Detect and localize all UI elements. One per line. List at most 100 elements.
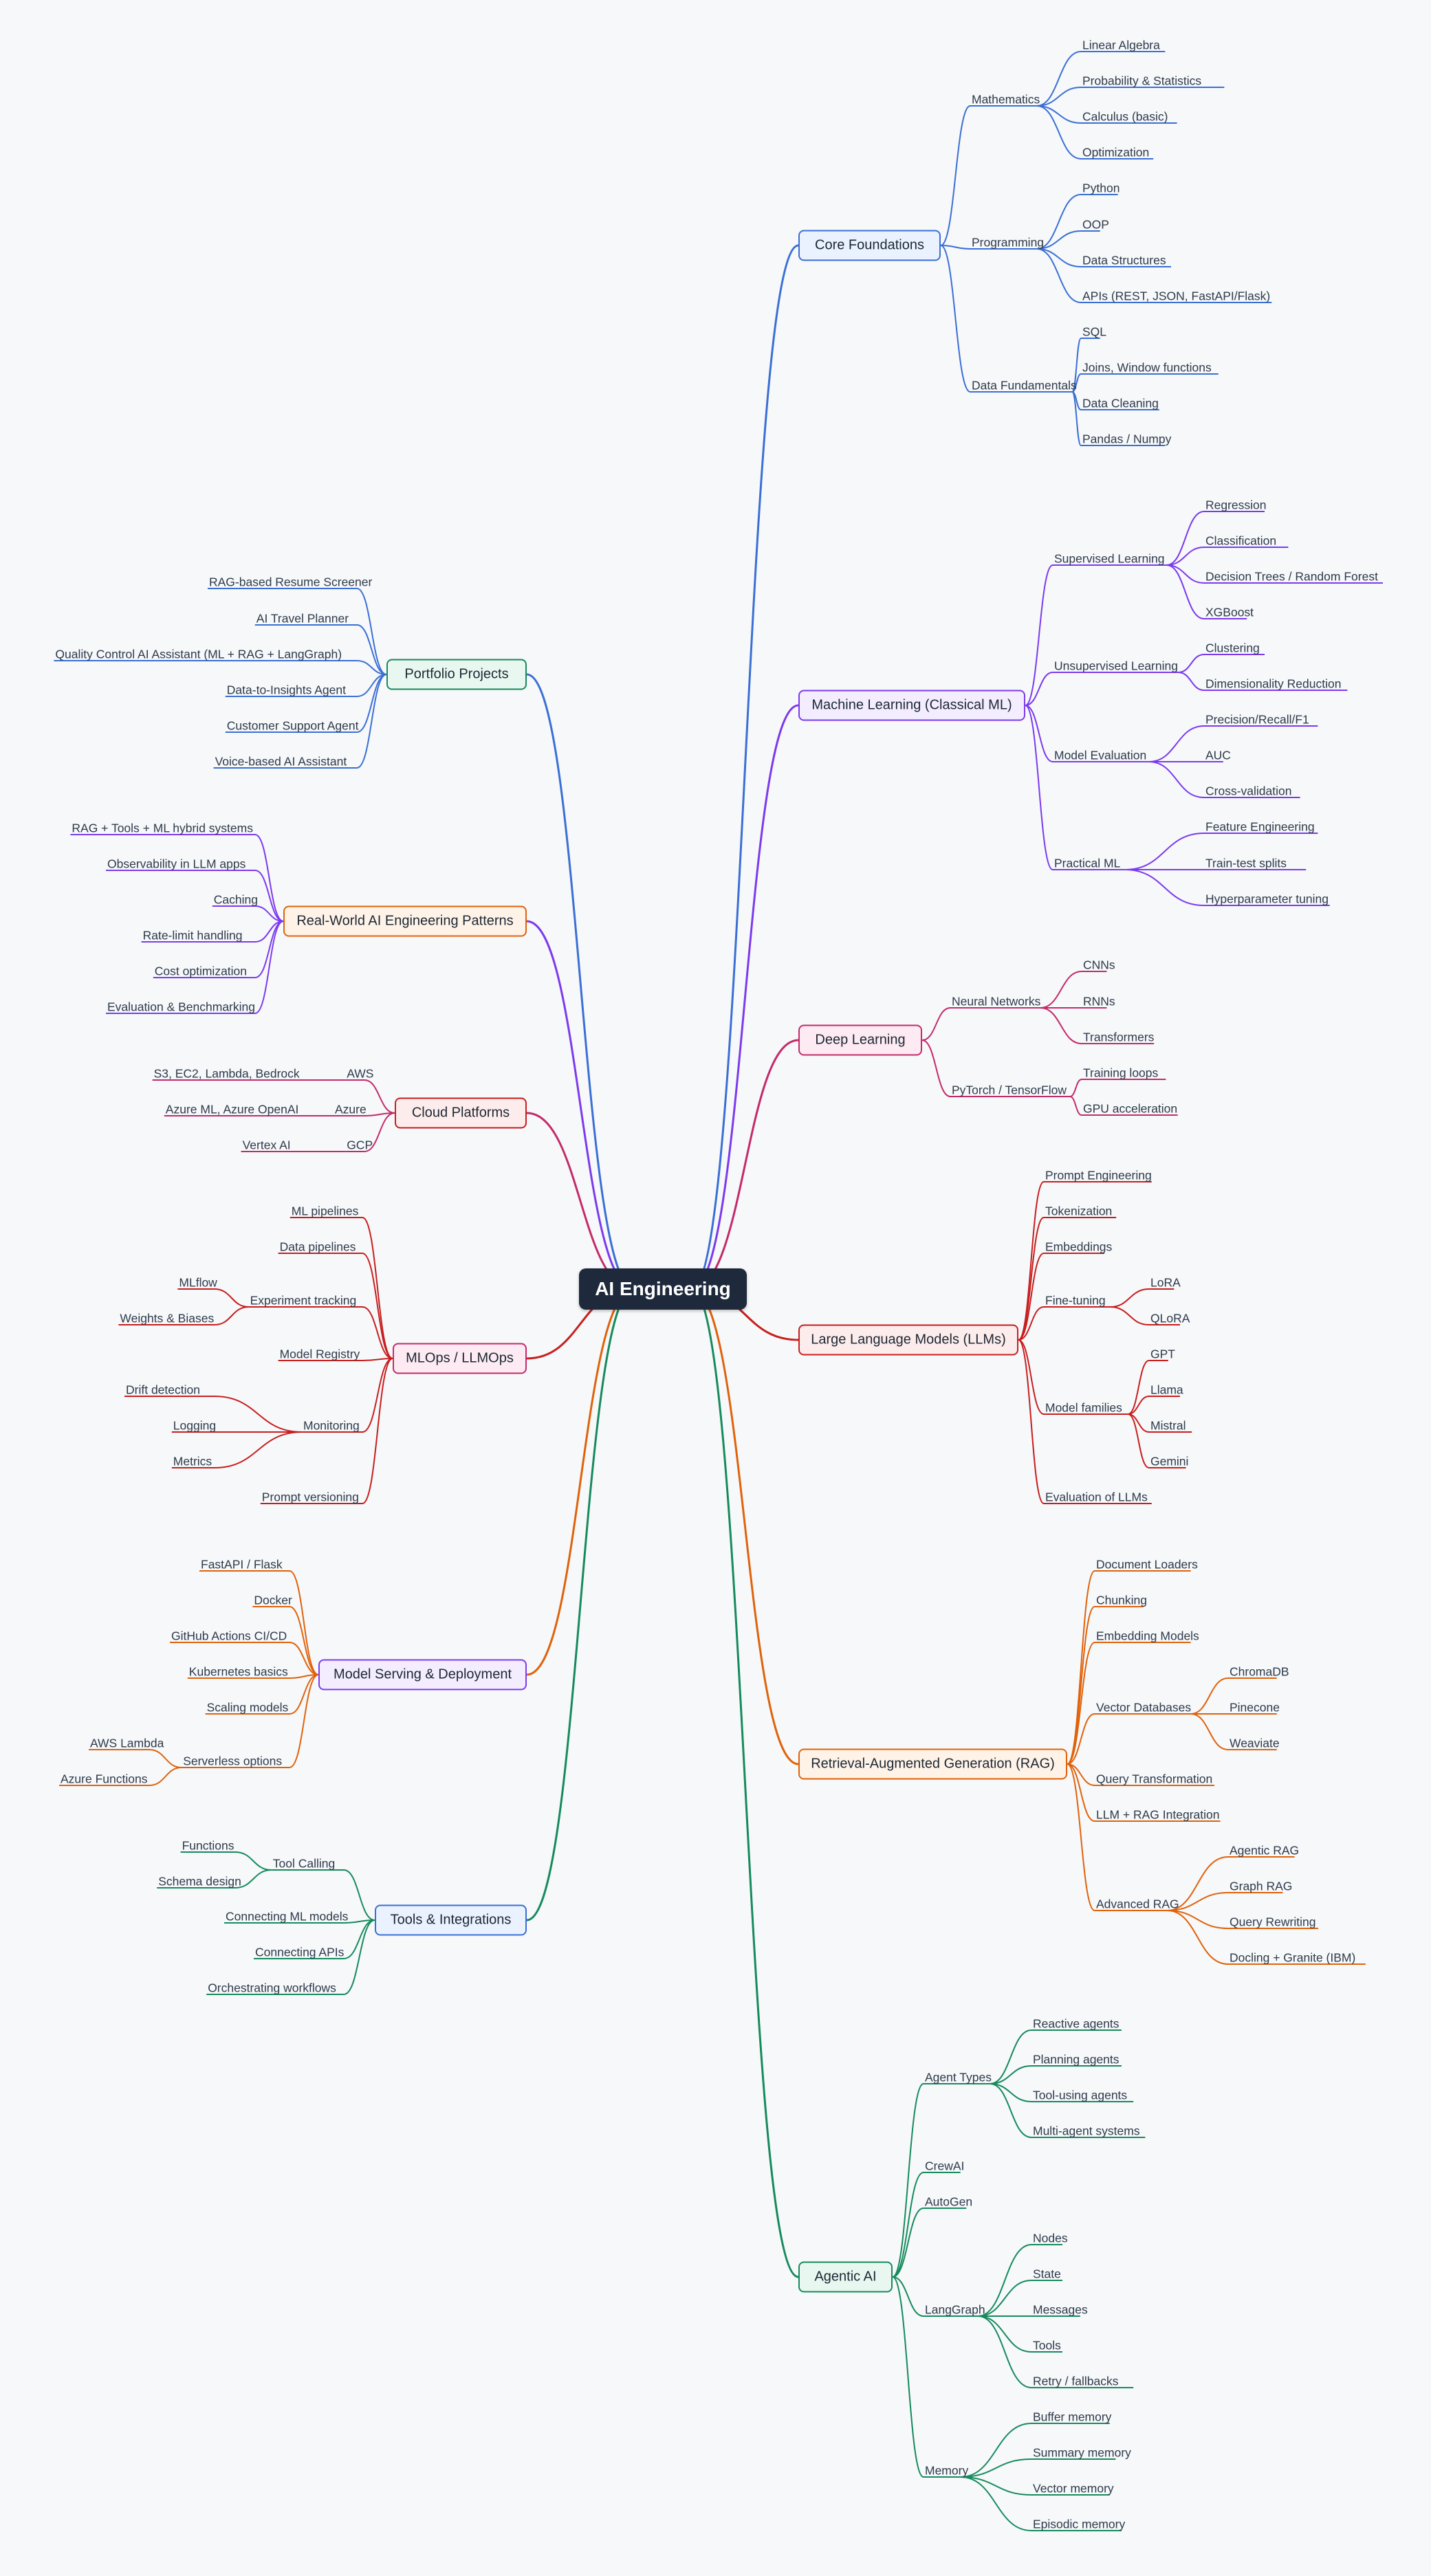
leaf-state[interactable]: State	[1033, 2267, 1061, 2281]
node-vector-databases[interactable]: Vector Databases	[1096, 1700, 1192, 1715]
node-voice-based-ai-assistant[interactable]: Voice-based AI Assistant	[215, 754, 347, 769]
node-chunking[interactable]: Chunking	[1096, 1593, 1147, 1607]
node-experiment-tracking[interactable]: Experiment tracking	[250, 1293, 357, 1308]
leaf-gemini[interactable]: Gemini	[1150, 1454, 1189, 1468]
node-customer-support-agent[interactable]: Customer Support Agent	[226, 718, 359, 733]
leaf-mistral[interactable]: Mistral	[1150, 1418, 1186, 1433]
node-tokenization[interactable]: Tokenization	[1045, 1204, 1113, 1218]
leaf-messages[interactable]: Messages	[1033, 2302, 1088, 2317]
node-evaluation-of-llms[interactable]: Evaluation of LLMs	[1045, 1490, 1148, 1504]
leaf-drift-detection[interactable]: Drift detection	[126, 1383, 200, 1397]
node-kubernetes-basics[interactable]: Kubernetes basics	[188, 1664, 288, 1679]
leaf-buffer-memory[interactable]: Buffer memory	[1033, 2410, 1112, 2424]
node-tool-calling[interactable]: Tool Calling	[272, 1856, 336, 1871]
node-prompt-engineering[interactable]: Prompt Engineering	[1045, 1168, 1152, 1182]
node-evaluation-benchmarking[interactable]: Evaluation & Benchmarking	[107, 1000, 255, 1014]
node-data-to-insights-agent[interactable]: Data-to-Insights Agent	[226, 683, 346, 697]
node-supervised-learning[interactable]: Supervised Learning	[1054, 551, 1165, 566]
leaf-apis-rest-json-fastapi-flask[interactable]: APIs (REST, JSON, FastAPI/Flask)	[1082, 289, 1271, 303]
leaf-retry-fallbacks[interactable]: Retry / fallbacks	[1033, 2374, 1119, 2388]
leaf-data-cleaning[interactable]: Data Cleaning	[1082, 396, 1159, 410]
leaf-sql[interactable]: SQL	[1082, 324, 1107, 339]
leaf-probability-statistics[interactable]: Probability & Statistics	[1082, 74, 1202, 88]
leaf-vector-memory[interactable]: Vector memory	[1033, 2481, 1114, 2496]
leaf-linear-algebra[interactable]: Linear Algebra	[1082, 38, 1160, 52]
leaf-functions[interactable]: Functions	[182, 1838, 234, 1853]
node-llm-rag-integration[interactable]: LLM + RAG Integration	[1096, 1807, 1220, 1822]
leaf-clustering[interactable]: Clustering	[1205, 641, 1260, 655]
node-orchestrating-workflows[interactable]: Orchestrating workflows	[208, 1981, 336, 1995]
leaf-rnns[interactable]: RNNs	[1083, 994, 1115, 1009]
leaf-nodes[interactable]: Nodes	[1033, 2231, 1068, 2245]
leaf-hyperparameter-tuning[interactable]: Hyperparameter tuning	[1205, 892, 1329, 906]
root-node[interactable]: AI Engineering	[579, 1268, 747, 1310]
node-ai-travel-planner[interactable]: AI Travel Planner	[256, 611, 349, 626]
leaf-tool-using-agents[interactable]: Tool-using agents	[1033, 2088, 1128, 2102]
branch-model-serving-deployment[interactable]: Model Serving & Deployment	[318, 1659, 527, 1691]
branch-portfolio-projects[interactable]: Portfolio Projects	[386, 659, 527, 690]
node-caching[interactable]: Caching	[213, 892, 259, 907]
leaf-data-structures[interactable]: Data Structures	[1082, 253, 1166, 267]
leaf-dimensionality-reduction[interactable]: Dimensionality Reduction	[1205, 676, 1342, 691]
leaf-graph-rag[interactable]: Graph RAG	[1230, 1879, 1293, 1893]
leaf-joins-window-functions[interactable]: Joins, Window functions	[1082, 360, 1212, 375]
node-neural-networks[interactable]: Neural Networks	[952, 994, 1041, 1009]
node-rate-limit-handling[interactable]: Rate-limit handling	[142, 928, 243, 943]
leaf-cnns[interactable]: CNNs	[1083, 958, 1115, 972]
leaf-planning-agents[interactable]: Planning agents	[1033, 2052, 1119, 2067]
node-programming[interactable]: Programming	[972, 235, 1045, 250]
node-langgraph[interactable]: LangGraph	[925, 2302, 985, 2317]
leaf-qlora[interactable]: QLoRA	[1150, 1311, 1190, 1325]
leaf-pandas-numpy[interactable]: Pandas / Numpy	[1082, 432, 1172, 446]
node-model-registry[interactable]: Model Registry	[279, 1347, 360, 1361]
branch-mlops-llmops[interactable]: MLOps / LLMOps	[393, 1343, 527, 1374]
node-embeddings[interactable]: Embeddings	[1045, 1240, 1113, 1254]
node-data-pipelines[interactable]: Data pipelines	[279, 1240, 356, 1254]
leaf-gpu-acceleration[interactable]: GPU acceleration	[1083, 1101, 1178, 1116]
node-azure[interactable]: Azure	[335, 1102, 367, 1116]
leaf-metrics[interactable]: Metrics	[173, 1454, 212, 1468]
node-document-loaders[interactable]: Document Loaders	[1096, 1557, 1198, 1572]
leaf-logging[interactable]: Logging	[173, 1418, 217, 1433]
node-model-families[interactable]: Model families	[1045, 1400, 1122, 1415]
branch-agentic-ai[interactable]: Agentic AI	[798, 2261, 893, 2293]
leaf-python[interactable]: Python	[1082, 181, 1120, 195]
branch-cloud-platforms[interactable]: Cloud Platforms	[395, 1097, 527, 1129]
leaf-azure-ml-azure-openai[interactable]: Azure ML, Azure OpenAI	[165, 1102, 299, 1116]
node-unsupervised-learning[interactable]: Unsupervised Learning	[1054, 659, 1178, 673]
node-memory[interactable]: Memory	[925, 2463, 969, 2478]
leaf-tools[interactable]: Tools	[1033, 2338, 1061, 2353]
node-autogen[interactable]: AutoGen	[925, 2194, 973, 2209]
leaf-regression[interactable]: Regression	[1205, 498, 1267, 512]
leaf-xgboost[interactable]: XGBoost	[1205, 605, 1254, 619]
leaf-query-rewriting[interactable]: Query Rewriting	[1230, 1915, 1316, 1929]
leaf-llama[interactable]: Llama	[1150, 1383, 1183, 1397]
leaf-chromadb[interactable]: ChromaDB	[1230, 1664, 1289, 1679]
leaf-azure-functions[interactable]: Azure Functions	[61, 1772, 148, 1786]
node-data-fundamentals[interactable]: Data Fundamentals	[972, 378, 1077, 393]
leaf-reactive-agents[interactable]: Reactive agents	[1033, 2016, 1119, 2031]
leaf-vertex-ai[interactable]: Vertex AI	[242, 1138, 291, 1152]
leaf-optimization[interactable]: Optimization	[1082, 145, 1150, 159]
branch-large-language-models-llms[interactable]: Large Language Models (LLMs)	[798, 1324, 1018, 1356]
node-advanced-rag[interactable]: Advanced RAG	[1096, 1897, 1179, 1911]
node-connecting-apis[interactable]: Connecting APIs	[255, 1945, 345, 1959]
branch-real-world-ai-engineering-patterns[interactable]: Real-World AI Engineering Patterns	[283, 905, 527, 937]
leaf-calculus-basic[interactable]: Calculus (basic)	[1082, 109, 1168, 124]
leaf-lora[interactable]: LoRA	[1150, 1275, 1181, 1290]
node-connecting-ml-models[interactable]: Connecting ML models	[226, 1909, 349, 1924]
node-monitoring[interactable]: Monitoring	[303, 1418, 360, 1433]
leaf-docling-granite-ibm[interactable]: Docling + Granite (IBM)	[1230, 1950, 1356, 1965]
node-embedding-models[interactable]: Embedding Models	[1096, 1629, 1199, 1643]
node-prompt-versioning[interactable]: Prompt versioning	[261, 1490, 359, 1504]
leaf-aws-lambda[interactable]: AWS Lambda	[90, 1736, 164, 1750]
leaf-classification[interactable]: Classification	[1205, 533, 1277, 548]
node-github-actions-ci-cd[interactable]: GitHub Actions CI/CD	[171, 1629, 287, 1643]
node-pytorch-tensorflow[interactable]: PyTorch / TensorFlow	[952, 1083, 1067, 1097]
leaf-pinecone[interactable]: Pinecone	[1230, 1700, 1280, 1715]
leaf-weights-biases[interactable]: Weights & Biases	[120, 1311, 215, 1325]
node-gcp[interactable]: GCP	[347, 1138, 373, 1152]
node-aws[interactable]: AWS	[347, 1066, 374, 1081]
branch-tools-integrations[interactable]: Tools & Integrations	[375, 1904, 527, 1936]
leaf-decision-trees-random-forest[interactable]: Decision Trees / Random Forest	[1205, 569, 1378, 584]
